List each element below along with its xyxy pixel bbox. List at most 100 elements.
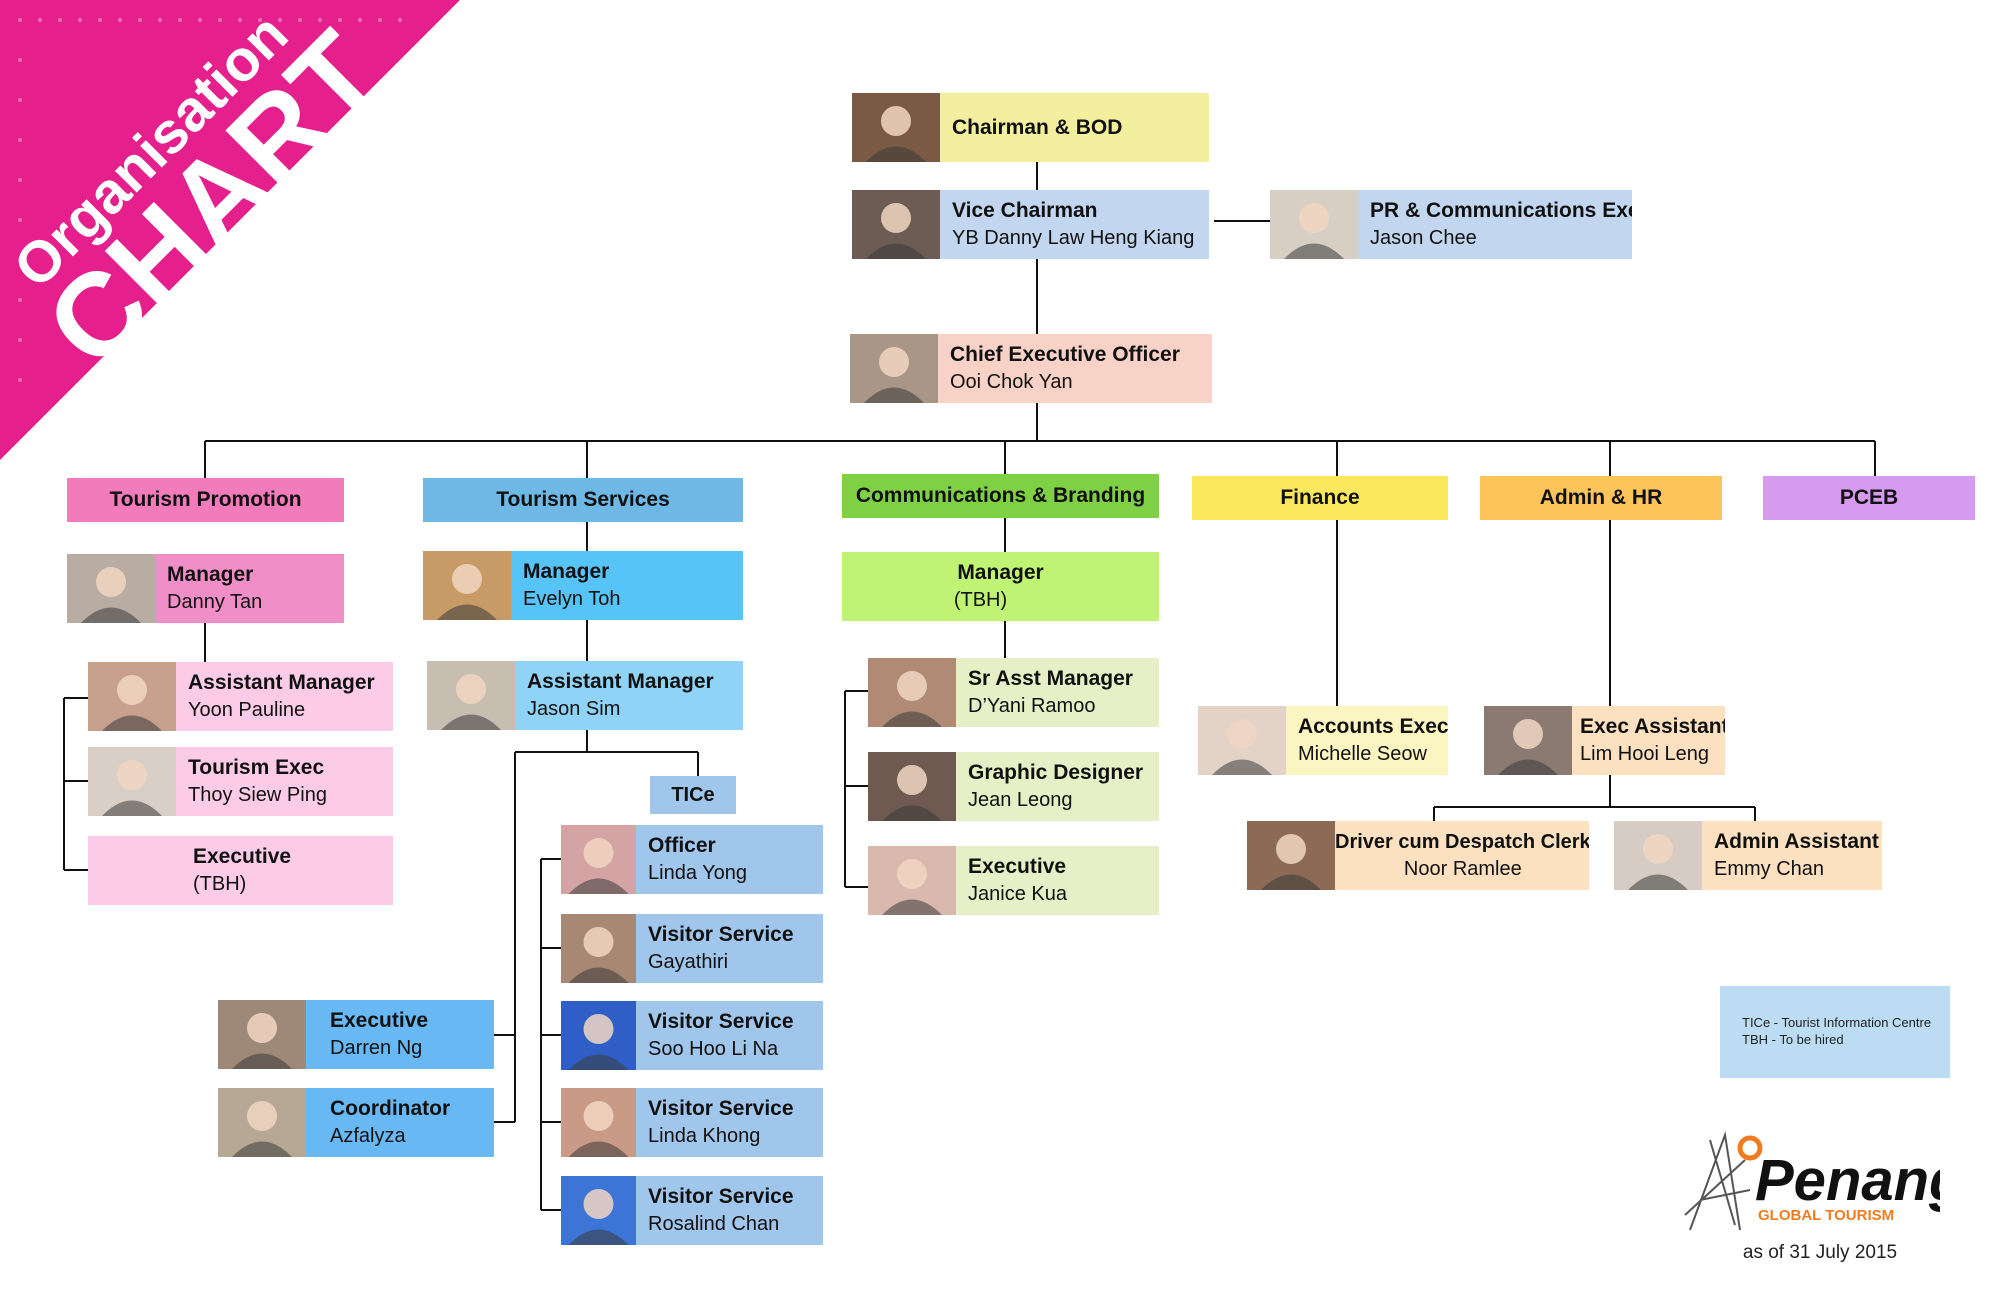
admin-ea-name: Lim Hooi Leng [1580,743,1709,765]
services-asst-name: Jason Sim [527,698,621,720]
promo-asst-role: Assistant Manager [188,671,375,694]
pr-exec-name: Jason Chee [1370,227,1477,249]
tice-vs2-name: Soo Hoo Li Na [648,1038,779,1060]
ceo-photo [850,334,938,403]
pr-exec-role: PR & Communications Exec [1370,199,1632,222]
ceo-role: Chief Executive Officer [950,343,1180,366]
promo-asst-photo [88,662,176,731]
penang-global-tourism-logo: Penang GLOBAL TOURISM [1684,1131,1940,1231]
tice-vs4-photo [561,1176,636,1245]
comm-sr-name: D’Yani Ramoo [968,695,1096,717]
admin-driver-photo [1247,821,1335,890]
legend-line1: TICe - Tourist Information Centre [1742,1015,1932,1030]
tice-vs1-role: Visitor Service [648,923,794,946]
admin-aa-role: Admin Assistant [1714,830,1879,853]
comm-sr-photo [868,658,956,727]
pr-exec-photo [1270,190,1358,259]
services-asst-role: Assistant Manager [527,670,714,693]
comm-manager-name: (TBH) [953,589,1008,611]
services-asst-photo [427,661,515,730]
dept-pceb[interactable]: PCEB [1763,476,1975,520]
legend-box: TICe - Tourist Information Centre TBH - … [1720,986,1950,1078]
admin-aa-photo [1614,821,1702,890]
dept-finance[interactable]: Finance [1192,476,1448,520]
dept-communications-branding[interactable]: Communications & Branding [842,474,1159,518]
tice-officer-photo [561,825,636,894]
tice-vs3-role: Visitor Service [648,1097,794,1120]
admin-driver-role: Driver cum Despatch Clerk [1335,831,1589,853]
legend-line2: TBH - To be hired [1742,1032,1844,1047]
admin-aa-name: Emmy Chan [1714,858,1825,880]
logo-brand: Penang [1755,1148,1940,1213]
promo-exec1-role: Tourism Exec [188,756,325,779]
promo-exec2-name: (TBH) [193,873,247,895]
promo-manager-role: Manager [167,563,254,586]
comm-sr-role: Sr Asst Manager [968,667,1133,690]
promo-asst-name: Yoon Pauline [188,699,306,721]
vice-chairman-name: YB Danny Law Heng Kiang [952,227,1195,249]
dept-tourism-services[interactable]: Tourism Services [423,478,743,522]
services-manager-photo [423,551,511,620]
chairman-box[interactable]: Chairman & BOD [852,93,1209,162]
finance-acc-photo [1198,706,1286,775]
comm-gd-photo [868,752,956,821]
tice-vs4-name: Rosalind Chan [648,1213,780,1235]
promo-exec1-name: Thoy Siew Ping [188,784,327,806]
comm-exec-photo [868,846,956,915]
tice-vs1-name: Gayathiri [648,951,729,973]
promo-manager-name: Danny Tan [167,591,263,613]
vice-chairman-photo [852,190,940,259]
comm-gd-role: Graphic Designer [968,761,1144,784]
dept-tourism-promotion[interactable]: Tourism Promotion [67,478,344,522]
comm-manager-role: Manager [957,561,1044,584]
finance-acc-role: Accounts Exec [1298,715,1448,738]
admin-ea-role: Exec Assistant [1580,715,1725,738]
comm-exec-role: Executive [968,855,1067,878]
chairman-photo [852,93,940,162]
tice-header[interactable]: TICe [650,776,736,814]
promo-manager-photo [67,554,155,623]
tice-vs2-role: Visitor Service [648,1010,794,1033]
dept-admin-hr[interactable]: Admin & HR [1480,476,1722,520]
promo-exec2-box[interactable]: Executive (TBH) [88,836,393,905]
as-of-date: as of 31 July 2015 [1742,1242,1898,1263]
finance-acc-name: Michelle Seow [1298,743,1427,765]
comm-manager-box[interactable]: Manager (TBH) [842,552,1159,621]
promo-exec2-role: Executive [193,845,292,868]
services-exec-role: Executive [330,1009,429,1032]
tice-officer-role: Officer [648,834,716,857]
services-coord-photo [218,1088,306,1157]
logo-subtitle: GLOBAL TOURISM [1758,1207,1894,1224]
services-coord-name: Azfalyza [330,1125,406,1147]
tice-officer-name: Linda Yong [648,862,748,884]
admin-driver-name: Noor Ramlee [1403,858,1522,880]
services-exec-photo [218,1000,306,1069]
title-banner: Organisation CHART [0,0,460,460]
tice-vs3-photo [561,1088,636,1157]
services-exec-name: Darren Ng [330,1037,423,1059]
tice-vs4-role: Visitor Service [648,1185,794,1208]
